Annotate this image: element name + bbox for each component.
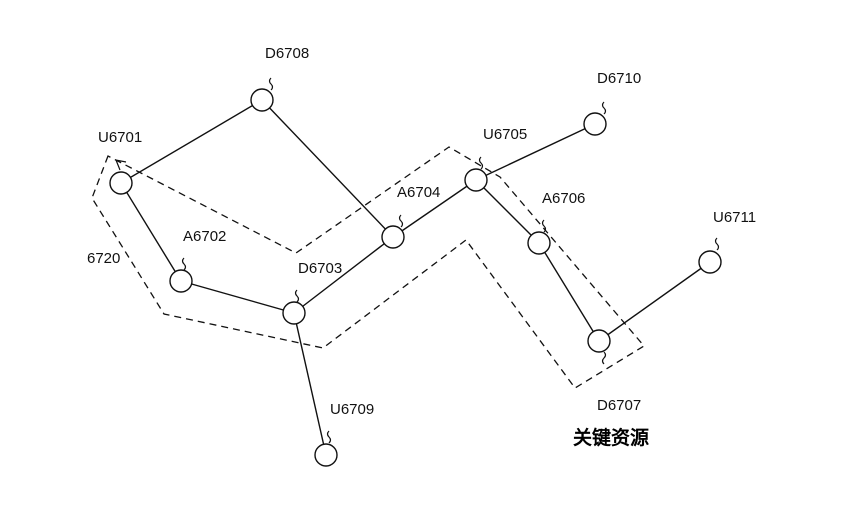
caption-critical-resources: 关键资源 <box>573 426 649 449</box>
squiggle-mark <box>714 237 720 251</box>
node-a6706 <box>527 219 551 255</box>
node-a6704 <box>381 214 405 249</box>
node-circle <box>464 168 488 192</box>
edge-u6701-d6708 <box>120 99 263 184</box>
node-circle <box>109 171 133 195</box>
label-region-6720: 6720 <box>87 250 120 267</box>
label-d6707: D6707 <box>597 397 641 414</box>
label-a6702: A6702 <box>183 228 226 245</box>
edge-d6703-a6704 <box>293 236 394 314</box>
squiggle-mark <box>541 219 547 233</box>
node-circle <box>381 225 405 249</box>
node-circle <box>250 88 274 112</box>
label-u6711: U6711 <box>713 209 756 226</box>
label-u6701: U6701 <box>98 129 142 146</box>
squiggle-mark <box>326 430 332 444</box>
squiggle-mark <box>398 214 404 228</box>
label-d6703: D6703 <box>298 260 342 277</box>
node-circle <box>169 269 193 293</box>
node-u6705 <box>464 156 488 192</box>
node-d6703 <box>282 289 306 325</box>
squiggle-mark <box>294 289 300 303</box>
region-pointer-mark <box>115 159 127 171</box>
squiggle-mark <box>268 77 274 91</box>
label-d6708: D6708 <box>265 45 309 62</box>
node-a6702 <box>169 257 193 293</box>
edge-u6701-a6702 <box>120 182 182 282</box>
node-circle <box>527 231 551 255</box>
node-d6708 <box>250 77 274 112</box>
squiggle-mark <box>181 257 187 271</box>
label-u6705: U6705 <box>483 126 527 143</box>
node-u6709 <box>314 430 338 467</box>
edge-d6708-a6704 <box>261 99 394 238</box>
label-d6710: D6710 <box>597 70 641 87</box>
label-a6706: A6706 <box>542 190 585 207</box>
label-a6704: A6704 <box>397 184 440 201</box>
critical-region-outline <box>91 146 645 389</box>
squiggle-mark <box>601 101 607 115</box>
node-u6701 <box>109 171 133 195</box>
edge-a6706-d6707 <box>538 242 600 342</box>
edge-d6707-u6711 <box>598 261 711 342</box>
squiggle-mark <box>478 156 484 170</box>
edge-a6704-u6705 <box>392 179 477 238</box>
node-circle <box>587 329 611 353</box>
edge-u6705-d6710 <box>475 123 596 181</box>
node-d6707 <box>587 329 611 365</box>
label-u6709: U6709 <box>330 401 374 418</box>
node-circle <box>314 443 338 467</box>
node-u6711 <box>698 237 722 274</box>
node-d6710 <box>583 101 607 136</box>
node-circle <box>282 301 306 325</box>
edge-u6705-a6706 <box>475 179 540 244</box>
node-circle <box>698 250 722 274</box>
squiggle-mark <box>601 351 607 365</box>
edges <box>120 99 711 456</box>
node-circle <box>583 112 607 136</box>
edge-a6702-d6703 <box>180 280 295 314</box>
edge-d6703-u6709 <box>293 312 327 456</box>
